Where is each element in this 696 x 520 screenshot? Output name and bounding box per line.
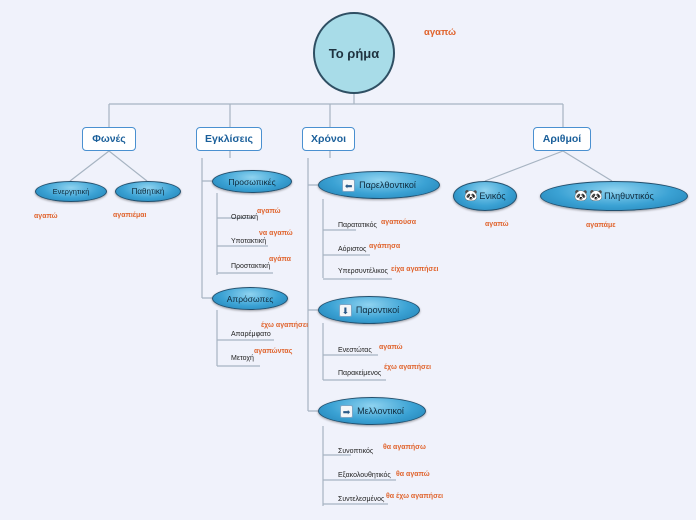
node-label: Παθητική xyxy=(131,187,165,196)
node-pathitiki[interactable]: Παθητική xyxy=(115,181,181,202)
node-prosopikes[interactable]: Προσωπικές xyxy=(212,170,292,193)
note-enikos: αγαπώ xyxy=(485,221,509,228)
category-label: Εγκλίσεις xyxy=(205,133,253,145)
root-note: αγαπώ xyxy=(424,27,456,38)
node-label: Απρόσωπες xyxy=(226,293,274,304)
note-plithyntikos: αγαπάμε xyxy=(586,222,616,229)
arrow-right-icon: ➡ xyxy=(340,404,354,418)
node-label: Παρελθοντικοί xyxy=(359,180,416,190)
panda-icon: 🐼 xyxy=(464,189,479,202)
leaf-label: Υπερσυντέλικος xyxy=(338,268,388,275)
leaf-note: αγαπώντας xyxy=(254,348,293,355)
leaf-label: Αόριστος xyxy=(338,246,367,253)
arrow-left-icon: ⬅ xyxy=(342,178,356,192)
leaf-note: αγάπησα xyxy=(369,243,401,250)
panda-icon: 🐼 xyxy=(589,189,603,202)
leaf-note: αγαπώ xyxy=(379,344,403,351)
node-label: Πληθυντικός xyxy=(604,191,654,201)
node-plithyntikos[interactable]: 🐼 🐼 Πληθυντικός xyxy=(540,181,688,211)
node-mellontikoi[interactable]: ➡ Μελλοντικοί xyxy=(318,397,426,425)
leaf-label: Οριστική xyxy=(231,214,259,221)
node-label: Ενικός xyxy=(479,191,506,201)
category-xronoi[interactable]: Χρόνοι xyxy=(302,127,355,151)
leaf-label: Εξακολουθητικός xyxy=(338,472,391,479)
leaf-note: θα αγαπώ xyxy=(396,471,430,478)
leaf-label: Ενεστώτας xyxy=(338,347,372,354)
leaf-note: θα αγαπήσω xyxy=(383,444,426,451)
root-label: Το ρήμα xyxy=(328,45,380,61)
root-node[interactable]: Το ρήμα xyxy=(313,12,395,94)
category-label: Φωνές xyxy=(92,133,126,145)
leaf-label: Παρακείμενος xyxy=(338,370,382,377)
leaf-label: Απαρέμφατο xyxy=(231,331,271,338)
leaf-note: είχα αγαπήσει xyxy=(391,266,439,273)
category-label: Χρόνοι xyxy=(310,133,347,145)
node-label: Παροντικοί xyxy=(355,305,400,315)
node-energitiki[interactable]: Ενεργητική xyxy=(35,181,107,202)
leaf-label: Προστακτική xyxy=(231,263,271,270)
note-energitiki: αγαπώ xyxy=(34,213,58,220)
leaf-note: αγαπούσα xyxy=(381,219,417,226)
category-egkliseis[interactable]: Εγκλίσεις xyxy=(196,127,262,151)
leaf-note: έχω αγαπήσει xyxy=(384,364,432,371)
leaf-label: Παρατατικός xyxy=(338,222,377,229)
leaf-note: θα έχω αγαπήσει xyxy=(386,493,444,500)
node-aprosopes[interactable]: Απρόσωπες xyxy=(212,287,288,310)
arrow-down-icon: ⬇ xyxy=(338,303,352,317)
node-parontikoi[interactable]: ⬇ Παροντικοί xyxy=(318,296,420,324)
leaf-note: να αγαπώ xyxy=(259,230,293,237)
node-label: Μελλοντικοί xyxy=(357,406,404,416)
node-enikos[interactable]: 🐼 Ενικός xyxy=(453,181,517,211)
node-parelthontikoi[interactable]: ⬅ Παρελθοντικοί xyxy=(318,171,440,199)
panda-icon: 🐼 xyxy=(574,189,588,202)
leaf-label: Συνοπτικός xyxy=(338,448,374,455)
leaf-label: Συντελεσμένος xyxy=(338,496,385,503)
leaf-label: Μετοχή xyxy=(231,355,254,362)
leaf-note: έχω αγαπήσει xyxy=(261,322,309,329)
node-label: Προσωπικές xyxy=(228,176,276,187)
category-label: Αριθμοί xyxy=(542,133,582,145)
leaf-label: Υποτακτική xyxy=(231,238,267,245)
note-pathitiki: αγαπιέμαι xyxy=(113,212,147,219)
category-fones[interactable]: Φωνές xyxy=(82,127,136,151)
node-label: Ενεργητική xyxy=(52,187,90,196)
category-arithmoi[interactable]: Αριθμοί xyxy=(533,127,591,151)
leaf-note: αγαπώ xyxy=(257,208,281,215)
leaf-note: αγάπα xyxy=(269,256,291,263)
